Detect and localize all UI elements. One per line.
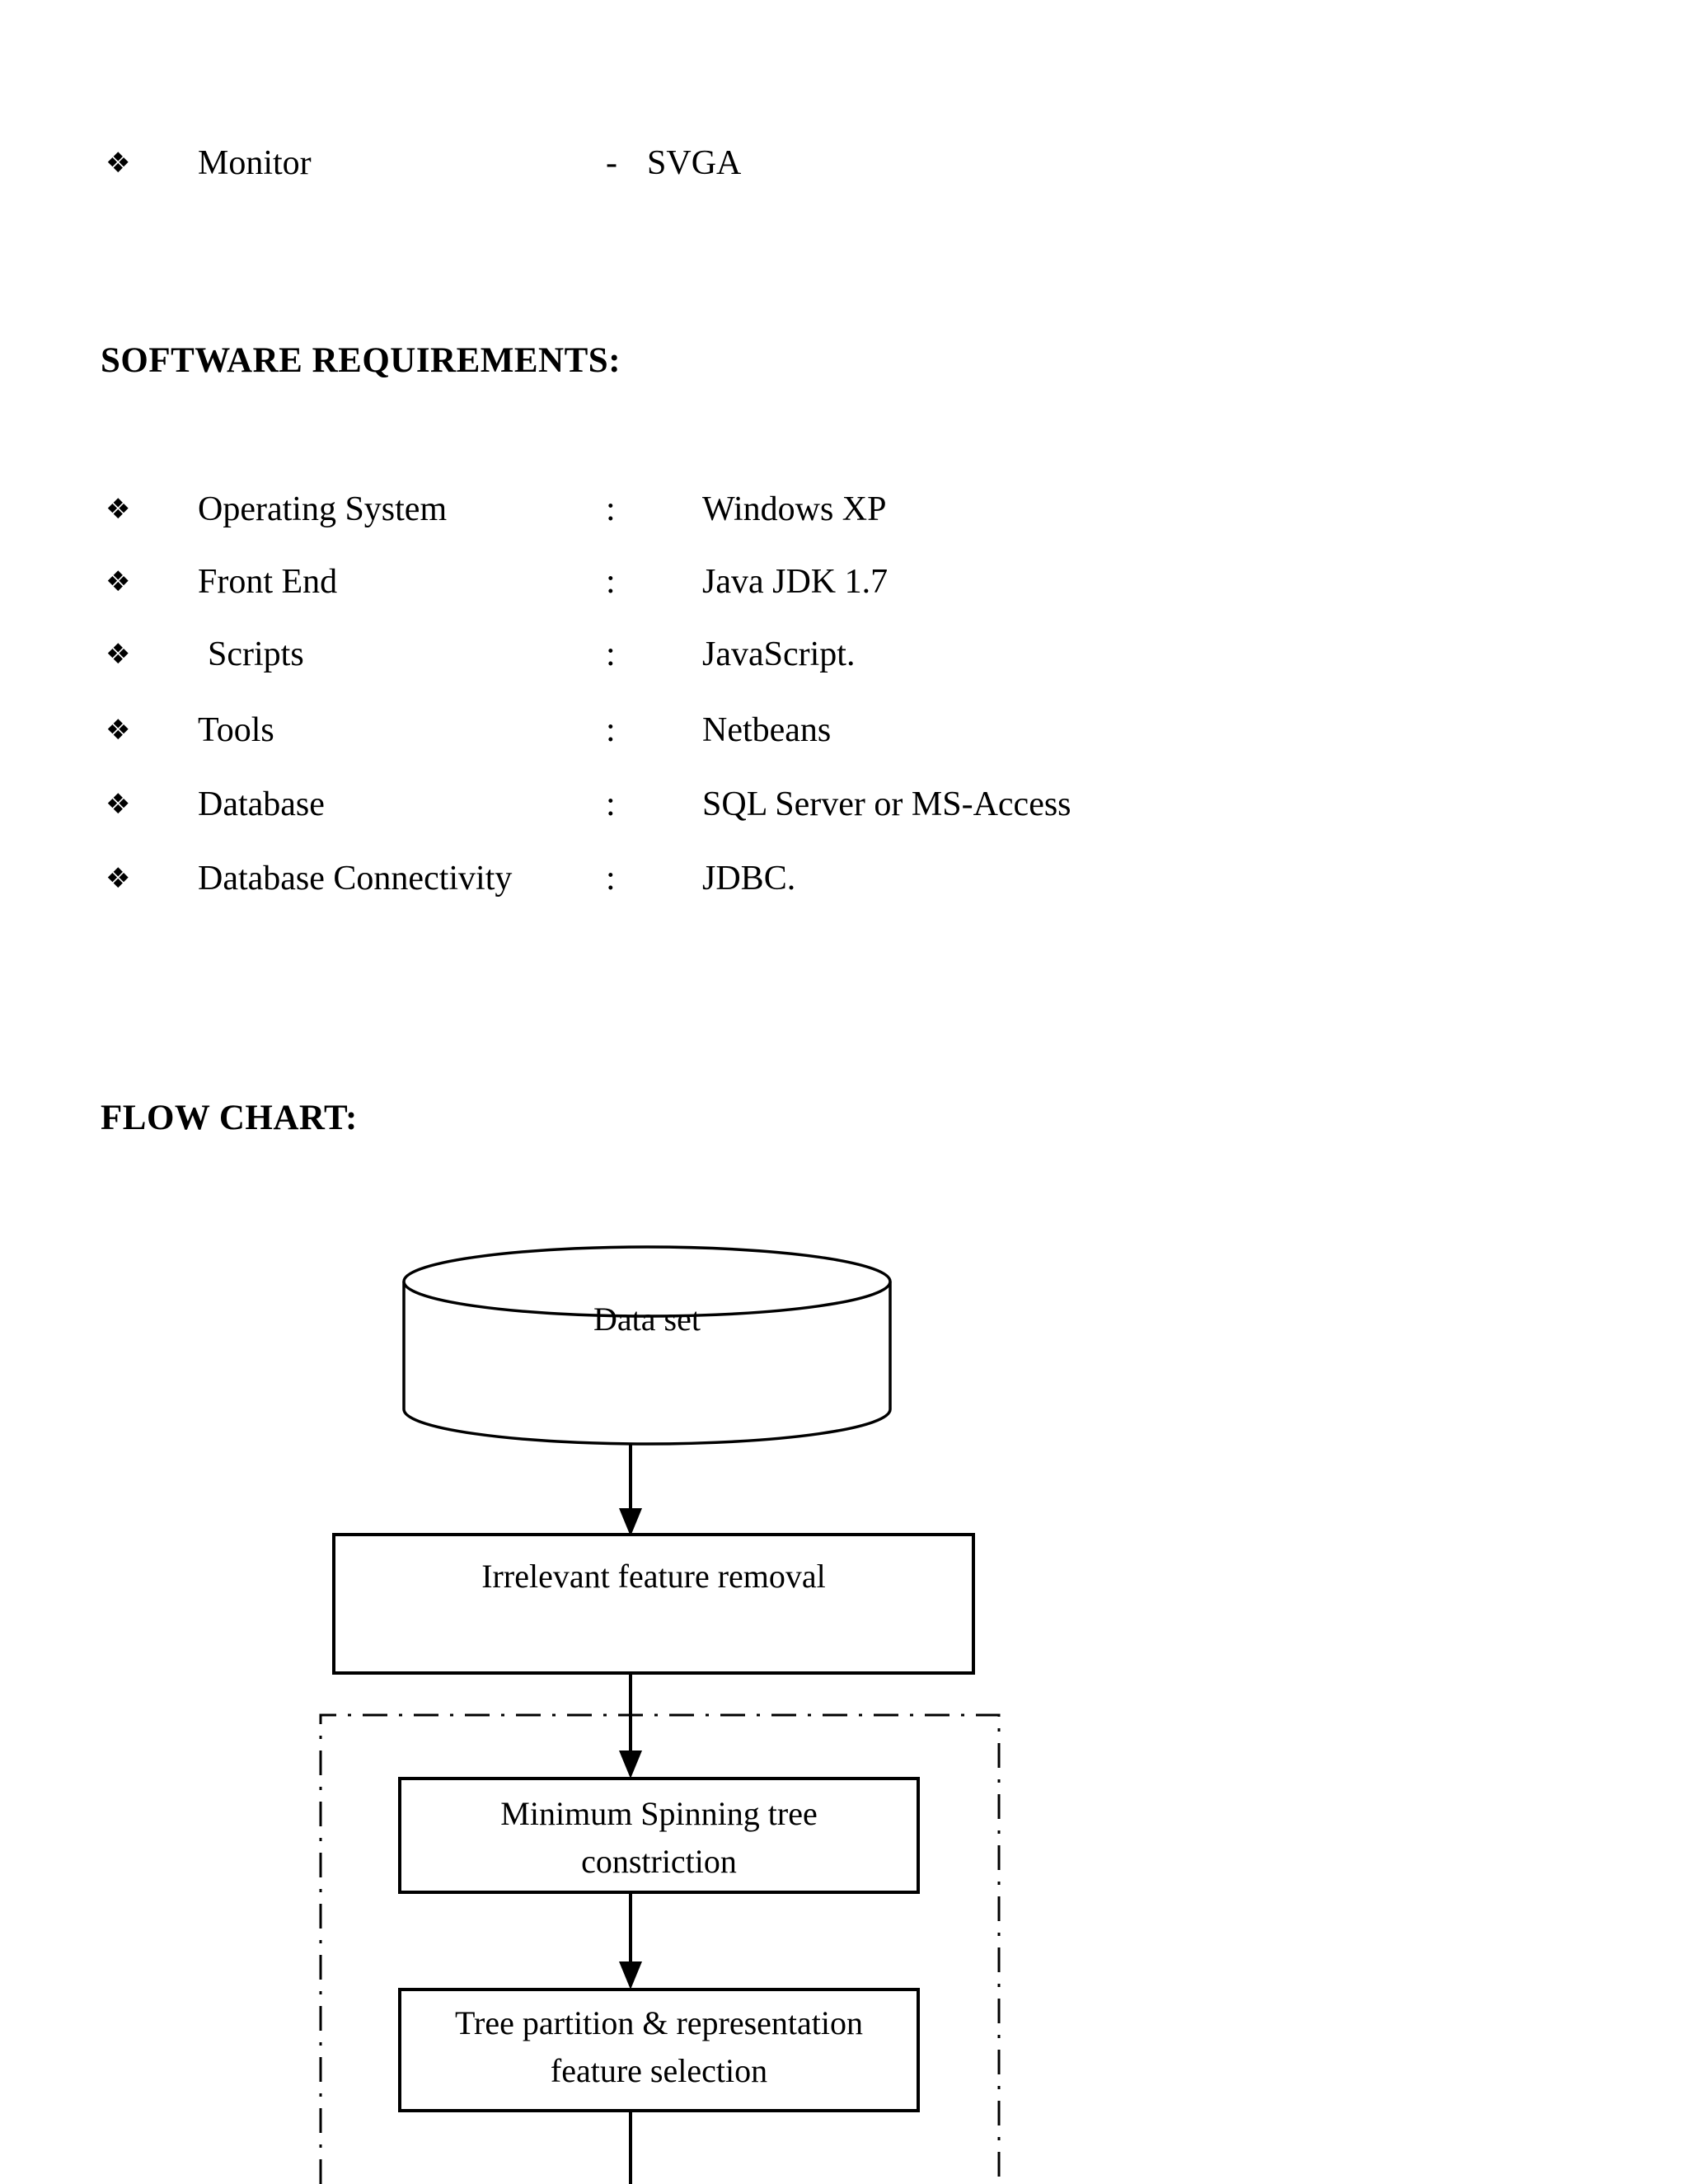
requirement-label: Tools <box>198 711 274 749</box>
diamond-bullet-icon: ❖ <box>106 565 131 598</box>
flow-arrowhead-3 <box>619 1961 642 1990</box>
list-item: ❖ Database : SQL Server or MS-Access <box>0 780 1688 829</box>
requirement-label: Database <box>198 785 325 823</box>
diamond-bullet-icon: ❖ <box>106 147 131 180</box>
requirement-separator: : <box>606 860 616 898</box>
requirement-separator: - <box>606 144 617 182</box>
process-box-1 <box>332 1533 975 1675</box>
flow-arrowhead-1 <box>619 1508 642 1536</box>
requirement-value: SQL Server or MS-Access <box>702 785 1071 823</box>
list-item: ❖ Tools : Netbeans <box>0 705 1688 755</box>
list-item: ❖ Monitor - SVGA <box>0 138 1688 188</box>
dataset-cylinder-body <box>402 1282 892 1446</box>
diamond-bullet-icon: ❖ <box>106 714 131 747</box>
list-item: ❖ Scripts : JavaScript. <box>0 630 1688 679</box>
dataset-label: Data set <box>593 1301 701 1338</box>
flow-chart-heading: FLOW CHART: <box>101 1099 358 1137</box>
requirement-separator: : <box>606 490 616 528</box>
requirement-value: Netbeans <box>702 711 832 749</box>
list-item: ❖ Front End : Java JDK 1.7 <box>0 557 1688 607</box>
requirement-label: Front End <box>198 563 338 601</box>
dashed-group-border <box>319 1713 1001 2184</box>
process-box-3-label-line1: Tree partition & representation <box>454 2004 864 2041</box>
diamond-bullet-icon: ❖ <box>106 493 131 526</box>
list-item: ❖ Operating System : Windows XP <box>0 485 1688 534</box>
requirement-value: SVGA <box>647 144 742 182</box>
requirement-label: Operating System <box>198 490 448 528</box>
requirement-value: Windows XP <box>702 490 887 528</box>
diamond-bullet-icon: ❖ <box>106 862 131 895</box>
requirement-label: Scripts <box>208 635 304 673</box>
requirement-value: JavaScript. <box>702 635 856 673</box>
process-box-2-label-line2: constriction <box>581 1843 737 1880</box>
process-box-2-label: Minimum Spinning tree constriction <box>400 1790 918 1886</box>
flow-arrowhead-2 <box>619 1750 642 1779</box>
dataset-cylinder-top <box>402 1245 892 1318</box>
requirement-separator: : <box>606 785 616 823</box>
process-box-2-label-line1: Minimum Spinning tree <box>500 1795 818 1832</box>
requirement-separator: : <box>606 711 616 749</box>
flowchart-canvas <box>319 1245 1001 2184</box>
process-box-2 <box>398 1777 920 1894</box>
process-box-1-label: Irrelevant feature removal <box>481 1558 826 1595</box>
requirement-value: Java JDK 1.7 <box>702 563 889 601</box>
software-requirements-heading: SOFTWARE REQUIREMENTS: <box>101 341 621 380</box>
requirement-separator: : <box>606 563 616 601</box>
requirement-separator: : <box>606 635 616 673</box>
requirement-value: JDBC. <box>702 860 796 898</box>
requirement-label: Database Connectivity <box>198 860 513 898</box>
process-box-3-label-line2: feature selection <box>550 2052 768 2089</box>
process-box-3 <box>398 1988 920 2112</box>
requirement-label: Monitor <box>198 144 312 182</box>
diamond-bullet-icon: ❖ <box>106 788 131 821</box>
list-item: ❖ Database Connectivity : JDBC. <box>0 854 1688 903</box>
diamond-bullet-icon: ❖ <box>106 638 131 671</box>
process-box-3-label: Tree partition & representation feature … <box>400 1999 918 2095</box>
